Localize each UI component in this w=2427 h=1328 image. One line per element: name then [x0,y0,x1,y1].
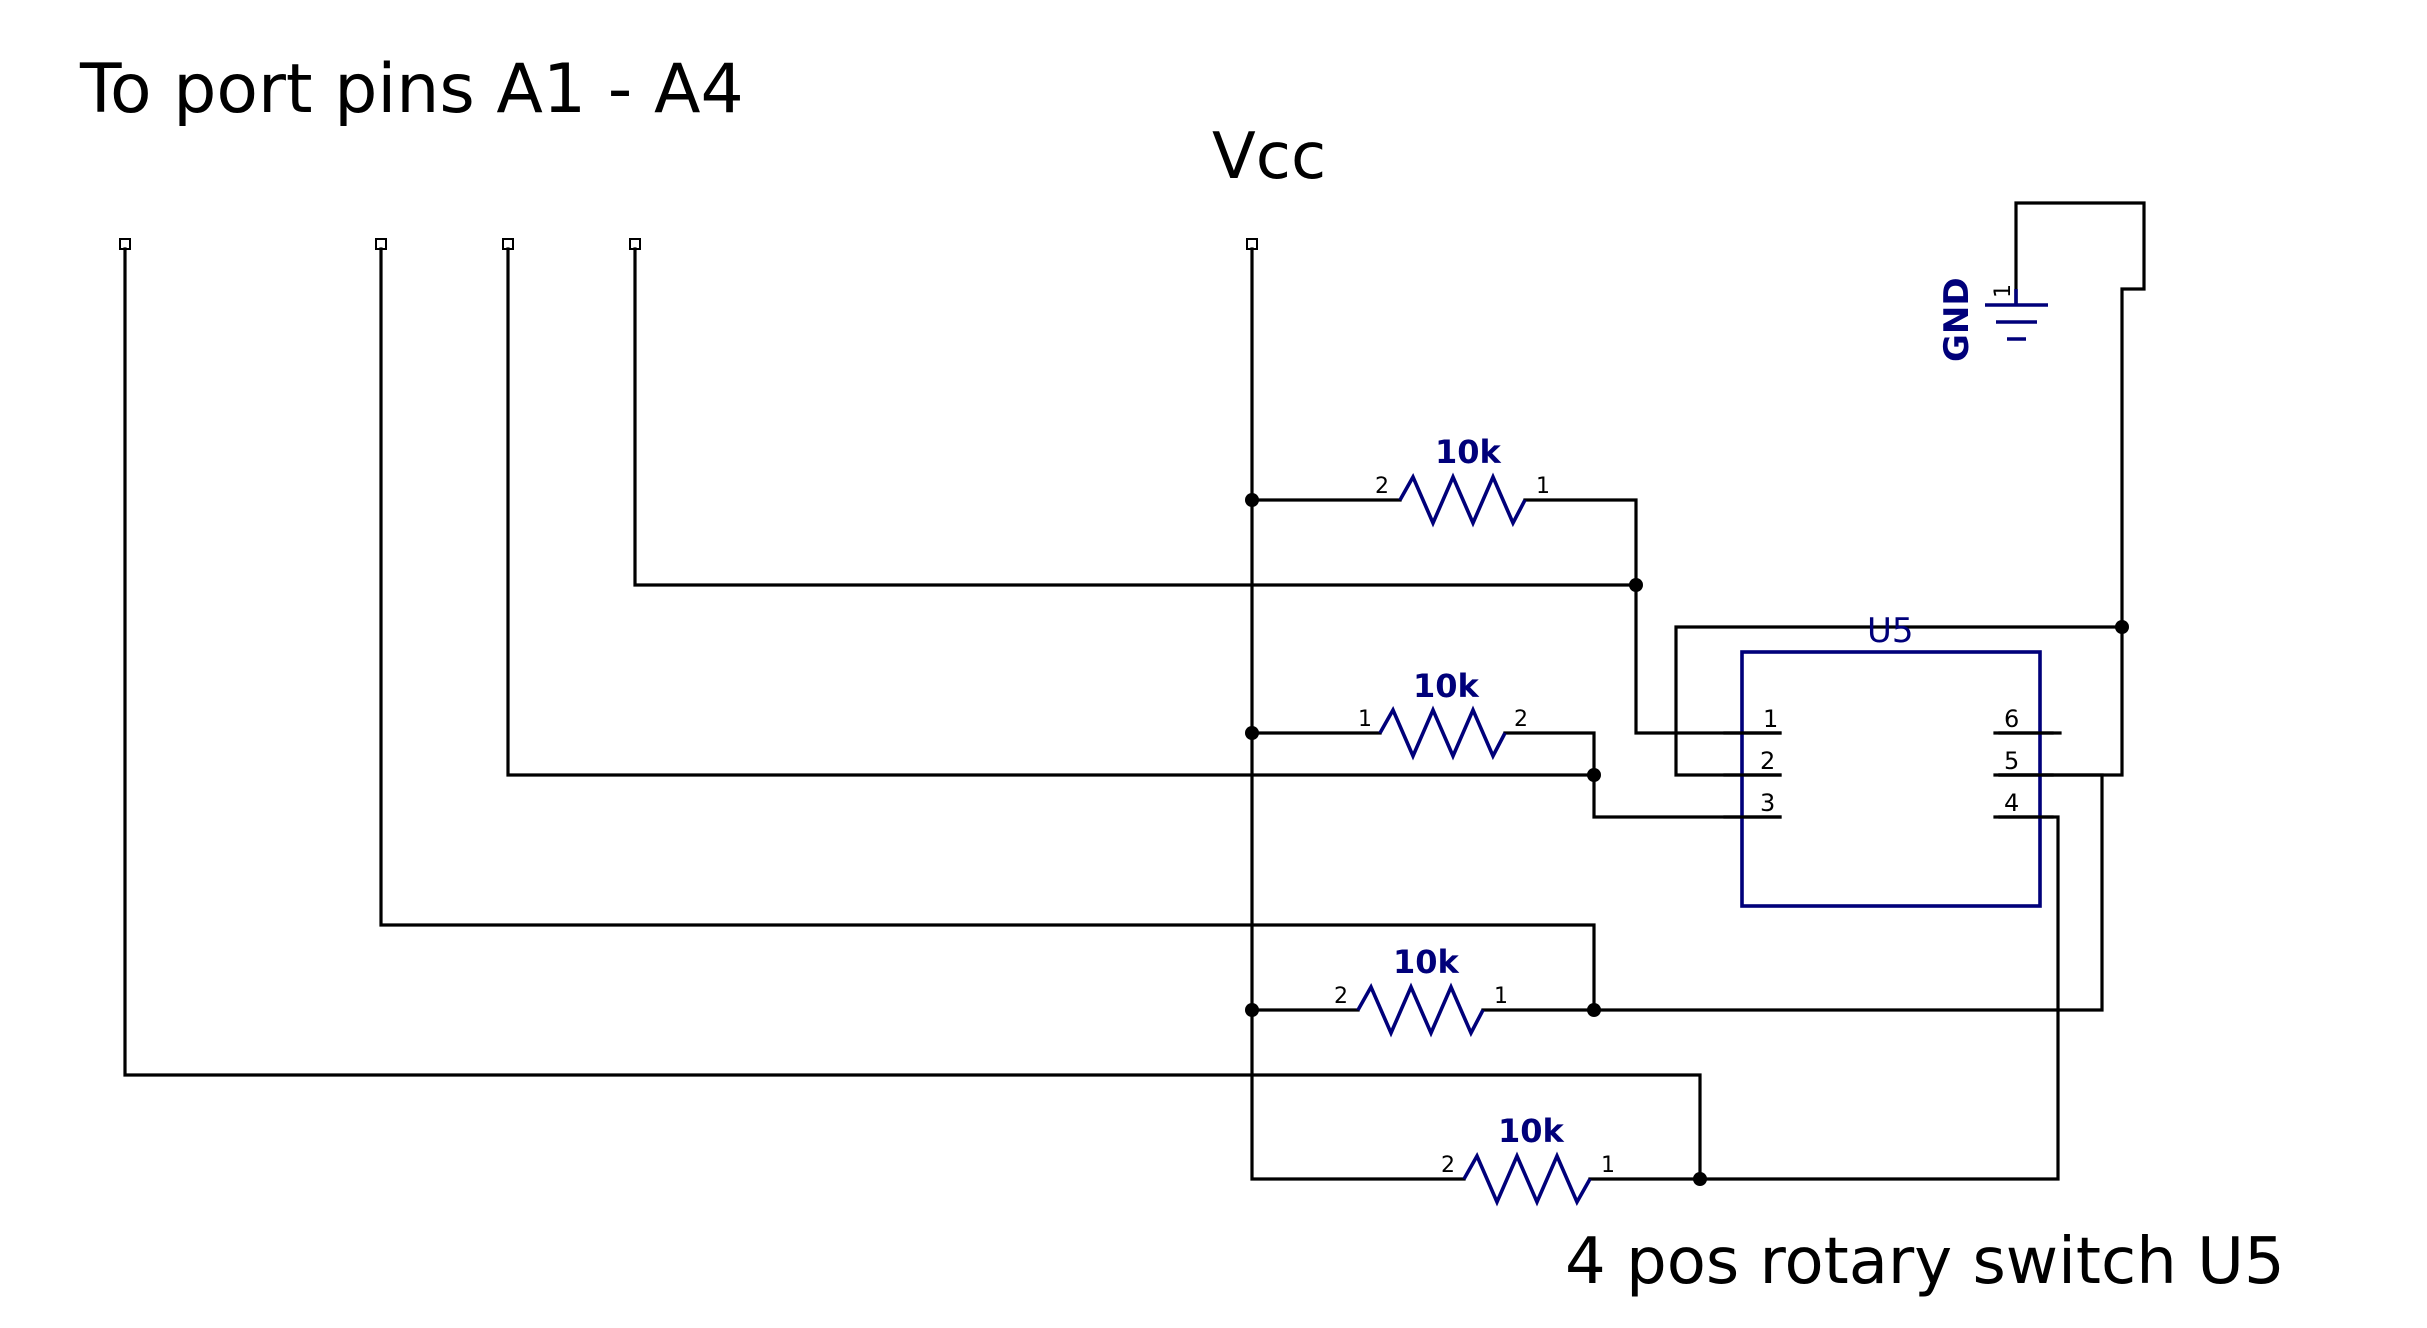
r3-pin-left: 2 [1334,984,1348,1009]
resistor-r1: 10k 2 1 [1375,433,1550,528]
switch-pin-4: 4 [2004,789,2019,817]
resistor-r4: 10k 2 1 [1441,1112,1615,1207]
gnd-bus-wire [1998,201,2146,777]
r3-pin-right: 1 [1494,984,1508,1009]
junction-vcc-r2 [1245,726,1259,740]
rotary-switch-u5: U5 1 2 3 6 5 4 [1723,611,2054,908]
r2-pin-left: 1 [1358,707,1372,732]
switch-pin-6: 6 [2004,705,2019,733]
switch-pin-1: 1 [1763,705,1778,733]
port-pins-title: To port pins A1 - A4 [79,50,744,129]
junction-a2-r3 [1587,1003,1601,1017]
vcc-bus-wire [1250,247,1466,1181]
junctions [1245,493,2129,1186]
resistor-r3: 10k 2 1 [1334,943,1508,1038]
r4-pin-left: 2 [1441,1153,1455,1178]
port-a4-wire [633,247,1638,587]
junction-gnd-pin2 [2115,620,2129,634]
port-a2-wire [379,247,1596,1012]
resistor-r2: 10k 1 2 [1358,667,1528,761]
r4-out-wire [1588,815,2060,1181]
switch-pin-5: 5 [2004,747,2019,775]
junction-vcc-r1 [1245,493,1259,507]
r4-value: 10k [1498,1112,1565,1150]
junction-vcc-r3 [1245,1003,1259,1017]
r2-pin-right: 2 [1514,707,1528,732]
switch-pin-3: 3 [1760,789,1775,817]
junction-a1-r4 [1693,1172,1707,1186]
r3-value: 10k [1393,943,1460,981]
r1-pin-right: 1 [1536,474,1550,499]
r1-pin-left: 2 [1375,474,1389,499]
port-a1-wire [123,247,1702,1181]
r1-value: 10k [1435,433,1502,471]
wires [123,201,2146,1181]
junction-a4-r1 [1629,578,1643,592]
ground-symbol: GND 1 [1937,277,2048,362]
gnd-pin-number: 1 [1991,284,2016,298]
vcc-label: Vcc [1212,120,1326,194]
r2-value: 10k [1413,667,1480,705]
junction-a3-r2 [1587,768,1601,782]
switch-ref: U5 [1867,611,1914,651]
r4-pin-right: 1 [1601,1153,1615,1178]
r1-out-wire [1523,498,1782,735]
port-a3-wire [506,247,1596,777]
switch-body [1740,650,2042,908]
rotary-switch-caption: 4 pos rotary switch U5 [1565,1225,2285,1299]
gnd-label: GND [1937,277,1977,362]
switch-pin-2: 2 [1760,747,1775,775]
